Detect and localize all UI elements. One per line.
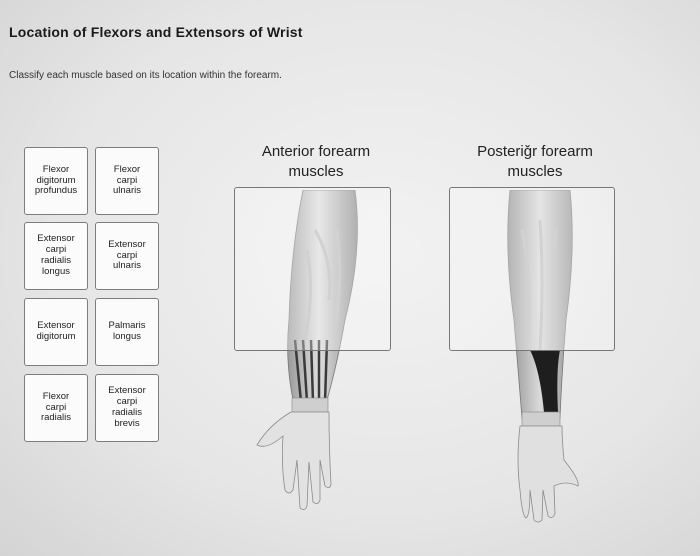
instructions: Classify each muscle based on its locati… — [9, 70, 282, 81]
card-flexor-carpi-ulnaris[interactable]: Flexor carpi ulnaris — [95, 147, 159, 215]
card-extensor-carpi-radialis-longus[interactable]: Extensor carpi radialis longus — [24, 222, 88, 290]
posterior-zone-label: Posteriǧr forearm muscles — [477, 143, 593, 180]
posterior-drop-zone[interactable] — [449, 187, 615, 351]
anterior-zone-label: Anterior forearm muscles — [261, 143, 371, 180]
page-title: Location of Flexors and Extensors of Wri… — [9, 24, 303, 40]
posterior-forearm-illustration — [507, 190, 579, 523]
card-extensor-carpi-radialis-brevis[interactable]: Extensor carpi radialis brevis — [95, 374, 159, 442]
card-extensor-digitorum[interactable]: Extensor digitorum — [24, 298, 88, 366]
card-flexor-digitorum-profundus[interactable]: Flexor digitorum profundus — [24, 147, 88, 215]
anterior-drop-zone[interactable] — [234, 187, 391, 351]
card-flexor-carpi-radialis[interactable]: Flexor carpi radialis — [24, 374, 88, 442]
anterior-forearm-illustration — [256, 190, 358, 510]
card-extensor-carpi-ulnaris[interactable]: Extensor carpi ulnaris — [95, 222, 159, 290]
card-palmaris-longus[interactable]: Palmaris longus — [95, 298, 159, 366]
